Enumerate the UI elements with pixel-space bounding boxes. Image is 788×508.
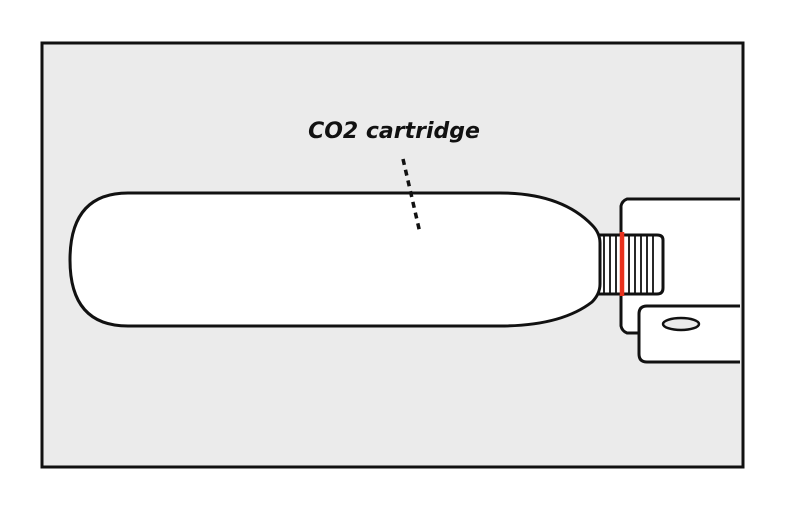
inflator-head	[619, 197, 740, 364]
cartridge-body	[68, 191, 602, 328]
cartridge-threaded-neck	[594, 232, 665, 296]
cartridge-label: CO2 cartridge	[308, 119, 480, 144]
inflator-mount-bracket	[637, 304, 740, 364]
thread-lines	[603, 236, 654, 293]
mount-bracket-hole	[661, 316, 701, 332]
cartridge-leader-line	[401, 158, 422, 234]
